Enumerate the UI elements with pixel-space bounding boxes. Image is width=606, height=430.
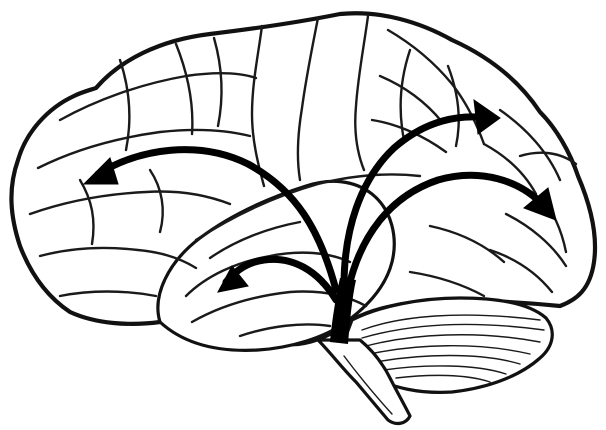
arrowhead-occipital xyxy=(523,187,557,221)
postcentral-sulcus xyxy=(354,14,370,172)
arrow-origin-stem xyxy=(330,278,356,344)
arrow-frontal xyxy=(94,146,340,294)
precentral-sulcus xyxy=(250,24,266,188)
cerebellum-folia xyxy=(361,314,545,383)
arrows xyxy=(82,98,557,344)
occipital-gyri xyxy=(408,108,578,298)
arrow-parietal xyxy=(340,113,492,290)
brainstem-groove xyxy=(343,355,393,415)
arrowhead-parietal xyxy=(473,98,501,135)
arrowhead-frontal xyxy=(82,157,119,185)
arrowhead-temporal xyxy=(217,265,249,293)
central-sulcus xyxy=(296,16,320,182)
lateral-sulcus xyxy=(194,173,422,242)
frontal-gyri xyxy=(28,36,258,298)
arrow-occipital xyxy=(344,171,548,294)
parietal-gyri xyxy=(370,28,486,154)
